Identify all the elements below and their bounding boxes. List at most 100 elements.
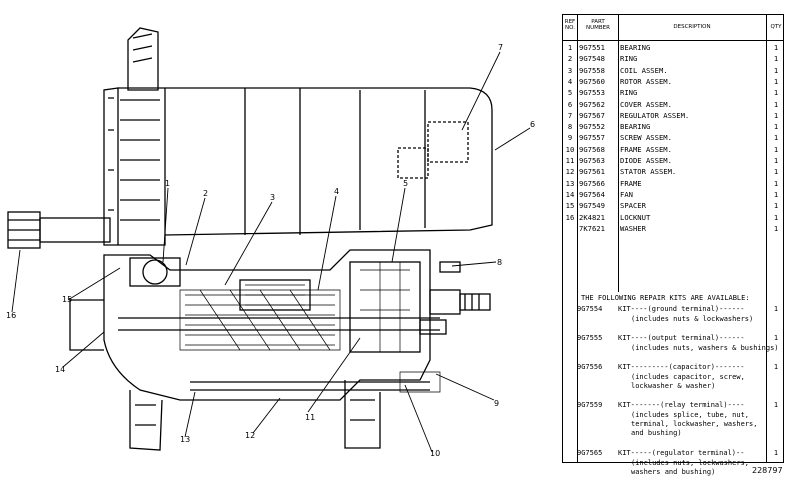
row-ref-number: 6 [567, 99, 573, 109]
kit-quantity: 1 [773, 449, 779, 457]
callout-12: 12 [245, 431, 255, 440]
kit-part-number: 9G7555 [577, 334, 603, 342]
row-description: WASHER [620, 223, 646, 233]
kit-description: KIT-----(regulator terminal)-- [618, 449, 745, 457]
row-quantity: 1 [773, 122, 779, 132]
row-quantity: 1 [773, 189, 779, 199]
table-row: 4 9G7560 ROTOR ASSEM. 1 [563, 76, 783, 87]
row-ref-number: 10 [565, 144, 575, 154]
row-ref-number: 16 [565, 212, 575, 222]
row-description: REGULATOR ASSEM. [620, 110, 690, 120]
row-quantity: 1 [773, 201, 779, 211]
header-part-number: PART NUMBER [586, 19, 610, 31]
callout-13: 13 [180, 435, 190, 444]
row-description: BEARING [620, 122, 651, 132]
callout-10: 10 [430, 449, 440, 458]
kit-contents: terminal, lockwasher, washers, [631, 420, 758, 428]
row-part-number: 9G7551 [579, 43, 605, 52]
row-description: RING [620, 88, 638, 98]
row-ref-number: 4 [567, 76, 573, 86]
table-row: 10 9G7568 FRAME ASSEM. 1 [563, 144, 783, 155]
row-quantity: 1 [773, 144, 779, 154]
kit-contents: (includes nuts, lockwashers, [631, 459, 750, 467]
row-part-number: 9G7567 [579, 110, 605, 120]
row-ref-number: 12 [565, 167, 575, 177]
kit-contents: (includes nuts & lockwashers) [631, 315, 754, 323]
kit-description: KIT----(ground terminal)------ [618, 305, 745, 313]
kit-part-number: 9G7556 [577, 363, 603, 371]
header-description: DESCRIPTION [673, 24, 711, 30]
header-ref: REF NO. [564, 19, 576, 31]
row-quantity: 1 [773, 76, 779, 86]
row-part-number: 9G7568 [579, 144, 605, 154]
row-description: FRAME ASSEM. [620, 144, 672, 154]
kit-description: KIT-------(relay terminal)---- [618, 401, 745, 409]
kit-description: KIT---------(capacitor)------- [618, 363, 745, 371]
header-qty: QTY [770, 24, 782, 30]
row-part-number: 9G7561 [579, 167, 605, 177]
row-quantity: 1 [773, 54, 779, 64]
row-description: RING [620, 54, 638, 64]
callout-2: 2 [203, 189, 208, 198]
row-description: COIL ASSEM. [620, 65, 668, 75]
row-description: SPACER [620, 201, 646, 211]
row-quantity: 1 [773, 133, 779, 143]
table-row: 7K7621 WASHER 1 [563, 223, 783, 234]
callout-7: 7 [498, 43, 503, 52]
row-description: STATOR ASSEM. [620, 167, 677, 177]
row-quantity: 1 [773, 212, 779, 222]
callout-15: 15 [62, 295, 72, 304]
repair-kits-title: THE FOLLOWING REPAIR KITS ARE AVAILABLE: [581, 294, 750, 302]
row-part-number: 9G7566 [579, 178, 605, 188]
row-ref-number: 13 [565, 178, 575, 188]
callout-8: 8 [497, 258, 502, 267]
row-quantity: 1 [773, 88, 779, 98]
callout-6: 6 [530, 120, 535, 129]
kit-quantity: 1 [773, 305, 779, 313]
row-description: ROTOR ASSEM. [620, 76, 672, 86]
kit-part-number: 9G7554 [577, 305, 603, 313]
callout-1: 1 [165, 179, 170, 188]
row-quantity: 1 [773, 65, 779, 75]
kit-quantity: 1 [773, 334, 779, 342]
callout-11: 11 [305, 413, 315, 422]
row-quantity: 1 [773, 223, 779, 233]
kit-description: KIT----(output terminal)------ [618, 334, 745, 342]
kit-contents: lockwasher & washer) [631, 382, 716, 390]
row-description: SCREW ASSEM. [620, 133, 672, 143]
row-ref-number: 9 [567, 133, 573, 143]
row-part-number: 2K4821 [579, 212, 605, 222]
callout-5: 5 [403, 179, 408, 188]
drawing-number: 228797 [752, 466, 783, 475]
row-quantity: 1 [773, 178, 779, 188]
kit-contents: washers and bushing) [631, 468, 716, 476]
row-description: FAN [620, 189, 633, 199]
callout-14: 14 [55, 365, 65, 374]
table-header: REF NO. PART NUMBER DESCRIPTION QTY [563, 15, 783, 41]
row-ref-number: 8 [567, 122, 573, 132]
table-row: 8 9G7552 BEARING 1 [563, 121, 783, 132]
row-part-number: 9G7560 [579, 76, 605, 86]
row-part-number: 7K7621 [579, 223, 605, 233]
callout-3: 3 [270, 193, 275, 202]
row-ref-number: 5 [567, 88, 573, 98]
kit-contents: (includes splice, tube, nut, [631, 411, 750, 419]
row-description: COVER ASSEM. [620, 99, 672, 109]
row-ref-number: 2 [567, 54, 573, 64]
row-ref-number: 1 [567, 43, 573, 52]
row-description: FRAME [620, 178, 642, 188]
callout-16: 16 [6, 311, 16, 320]
row-quantity: 1 [773, 43, 779, 52]
kit-contents: (includes nuts, washers & bushings) [631, 344, 779, 352]
row-part-number: 9G7552 [579, 122, 605, 132]
